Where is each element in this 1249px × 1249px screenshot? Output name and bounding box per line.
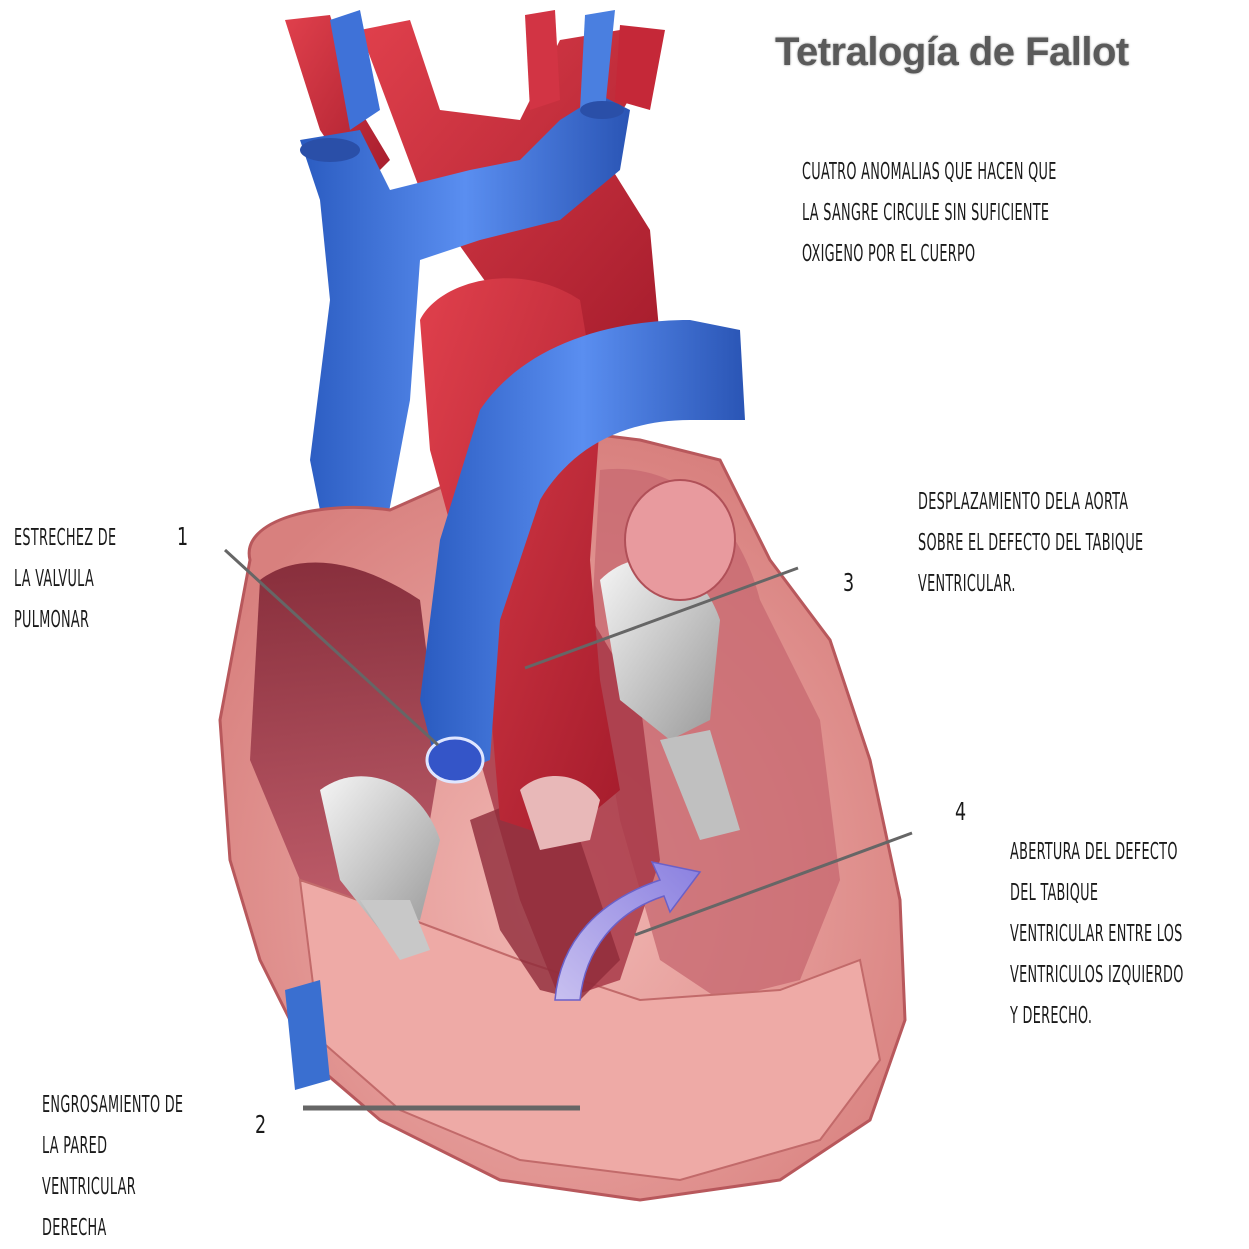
anomaly-3-line: SOBRE EL DEFECTO DEL TABIQUE (918, 523, 1143, 564)
anomaly-2-line: LA PARED (42, 1126, 183, 1167)
anomaly-1-line: ESTRECHEZ DE (14, 518, 116, 559)
anomaly-3-line: VENTRICULAR. (918, 564, 1143, 605)
intro-text: CUATRO ANOMALIAS QUE HACEN QUE LA SANGRE… (802, 152, 1057, 275)
anomaly-3-label: DESPLAZAMIENTO DELA AORTA SOBRE EL DEFEC… (918, 482, 1143, 605)
anomaly-4-line: Y DERECHO. (1010, 996, 1184, 1037)
anomaly-4-label: ABERTURA DEL DEFECTO DEL TABIQUE VENTRIC… (1010, 832, 1184, 1037)
anomaly-4-line: DEL TABIQUE (1010, 873, 1184, 914)
anomaly-2-number: 2 (255, 1110, 266, 1139)
intro-line: CUATRO ANOMALIAS QUE HACEN QUE (802, 152, 1057, 193)
vessel-branch-red (525, 10, 560, 110)
vessel-opening (580, 101, 624, 119)
vessel-branch-red-2 (615, 25, 665, 110)
anomaly-1-label: ESTRECHEZ DE LA VALVULA PULMONAR (14, 518, 116, 641)
vessel-opening (300, 138, 360, 162)
anomaly-2-line: ENGROSAMIENTO DE (42, 1085, 183, 1126)
diagram-title: Tetralogía de Fallot (775, 30, 1129, 75)
anomaly-1-number: 1 (177, 522, 188, 551)
anomaly-4-line: VENTRICULOS IZQUIERDO (1010, 955, 1184, 996)
anomaly-2-label: ENGROSAMIENTO DE LA PARED VENTRICULAR DE… (42, 1085, 183, 1249)
anomaly-4-line: ABERTURA DEL DEFECTO (1010, 832, 1184, 873)
anomaly-1-line: PULMONAR (14, 600, 116, 641)
left-atrium-opening (625, 480, 735, 600)
anomaly-4-line: VENTRICULAR ENTRE LOS (1010, 914, 1184, 955)
anomaly-3-line: DESPLAZAMIENTO DELA AORTA (918, 482, 1143, 523)
anomaly-2-line: VENTRICULAR (42, 1167, 183, 1208)
anomaly-3-number: 3 (843, 568, 854, 597)
intro-line: OXIGENO POR EL CUERPO (802, 234, 1057, 275)
anomaly-4-number: 4 (955, 797, 966, 826)
anomaly-1-line: LA VALVULA (14, 559, 116, 600)
intro-line: LA SANGRE CIRCULE SIN SUFICIENTE (802, 193, 1057, 234)
